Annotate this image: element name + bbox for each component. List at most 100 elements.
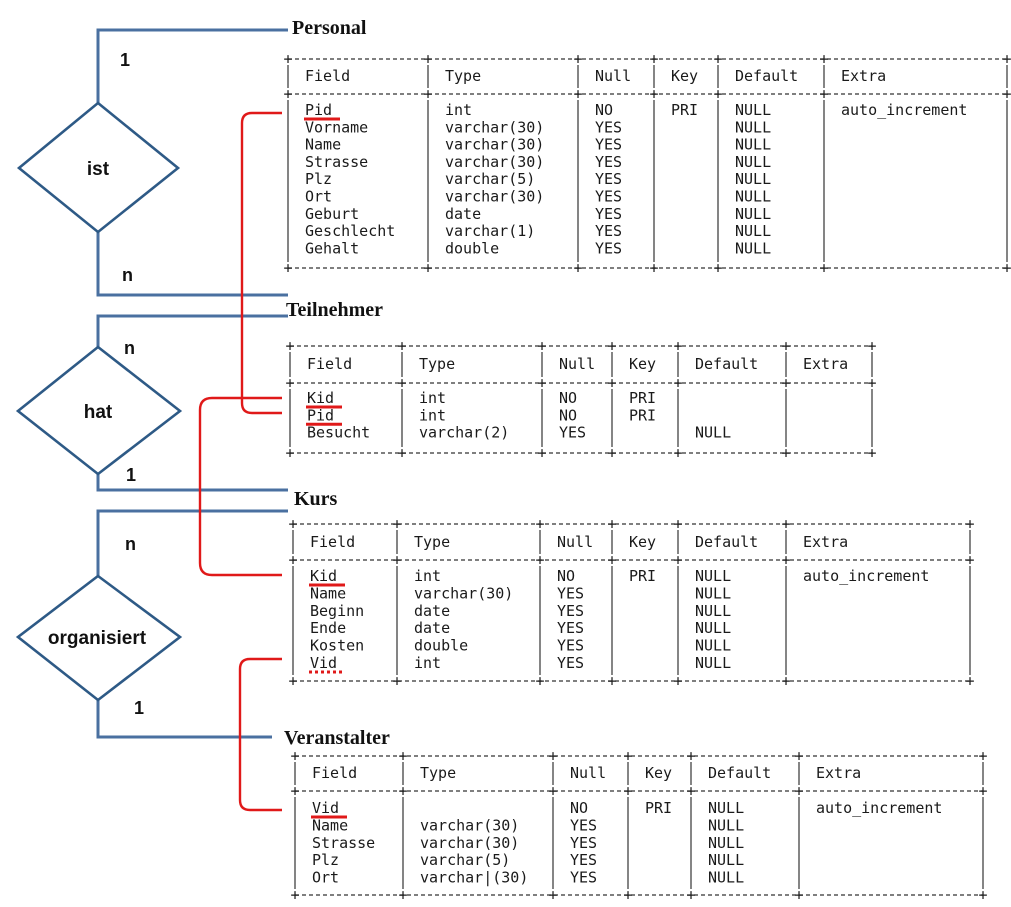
table-corner: + bbox=[978, 886, 987, 904]
table-cell: YES bbox=[570, 869, 597, 887]
table-cell: NULL bbox=[695, 424, 731, 442]
table-cell: int bbox=[419, 389, 446, 407]
table-cell: YES bbox=[557, 584, 584, 602]
table-corner: + bbox=[288, 551, 297, 569]
table-cell: int bbox=[414, 654, 441, 672]
table-corner: + bbox=[288, 515, 297, 533]
kid-link bbox=[198, 396, 282, 577]
table-corner: + bbox=[392, 672, 401, 690]
table-corner: + bbox=[819, 259, 828, 277]
table-cell: Name bbox=[310, 584, 346, 602]
table-cell: Kosten bbox=[310, 637, 364, 655]
table-cell: Plz bbox=[305, 170, 332, 188]
column-header: Type bbox=[445, 67, 481, 85]
table-cell: auto_increment bbox=[816, 799, 942, 817]
table-cell: YES bbox=[557, 602, 584, 620]
table-corner: + bbox=[290, 782, 299, 800]
table-cell: PRI bbox=[645, 799, 672, 817]
table-cell: PRI bbox=[671, 101, 698, 119]
table-corner: + bbox=[1002, 259, 1011, 277]
table-cell: auto_increment bbox=[803, 567, 929, 585]
table-corner: + bbox=[649, 259, 658, 277]
table-cell: Geschlecht bbox=[305, 222, 395, 240]
table-corner: + bbox=[423, 85, 432, 103]
table-corner: + bbox=[794, 747, 803, 765]
table-cell: varchar(30) bbox=[445, 118, 544, 136]
column-header: Default bbox=[695, 355, 758, 373]
column-header: Default bbox=[735, 67, 798, 85]
table-corner: + bbox=[794, 886, 803, 904]
table-cell: int bbox=[445, 101, 472, 119]
table-cell: YES bbox=[595, 118, 622, 136]
table-cell: varchar(30) bbox=[445, 188, 544, 206]
hat-label: hat bbox=[84, 402, 113, 423]
table-cell: PRI bbox=[629, 567, 656, 585]
table-corner: + bbox=[978, 782, 987, 800]
table-corner: + bbox=[673, 444, 682, 462]
hat-diamond bbox=[15, 345, 183, 476]
hat-connector-top bbox=[96, 314, 288, 347]
table-corner: + bbox=[548, 747, 557, 765]
table-cell: Geburt bbox=[305, 205, 359, 223]
table-corner: + bbox=[649, 50, 658, 68]
column-header: Null bbox=[595, 67, 631, 85]
table-cell: YES bbox=[595, 239, 622, 257]
table-cell: Name bbox=[305, 136, 341, 154]
column-header: Field bbox=[312, 764, 357, 782]
table-corner: + bbox=[573, 259, 582, 277]
table-cell: NULL bbox=[735, 136, 771, 154]
table-cell: date bbox=[414, 619, 450, 637]
table-cell: date bbox=[414, 602, 450, 620]
table-title-kurs: Kurs bbox=[294, 488, 338, 510]
column-header: Null bbox=[557, 533, 593, 551]
table-cell: Ort bbox=[305, 188, 332, 206]
column-header: Default bbox=[708, 764, 771, 782]
table-cell: NULL bbox=[708, 851, 744, 869]
table-cell: NULL bbox=[708, 799, 744, 817]
ist-card-top: 1 bbox=[120, 50, 130, 70]
ist-diamond bbox=[16, 101, 181, 234]
ist-connector-top bbox=[96, 28, 288, 103]
table-cell: varchar(2) bbox=[419, 424, 509, 442]
table-cell: varchar(5) bbox=[445, 170, 535, 188]
table-corner: + bbox=[867, 337, 876, 355]
table-corner: + bbox=[686, 886, 695, 904]
column-header: Extra bbox=[803, 533, 848, 551]
table-cell: varchar(30) bbox=[420, 834, 519, 852]
table-corner: + bbox=[673, 337, 682, 355]
table-cell: YES bbox=[595, 222, 622, 240]
table-cell: YES bbox=[557, 654, 584, 672]
table-cell: NO bbox=[559, 406, 577, 424]
column-header: Key bbox=[671, 67, 698, 85]
table-corner: + bbox=[423, 259, 432, 277]
column-header: Extra bbox=[841, 67, 886, 85]
table-cell: Pid bbox=[305, 101, 332, 119]
table-cell: YES bbox=[570, 834, 597, 852]
organisiert-label: organisiert bbox=[48, 628, 147, 649]
table-cell: NO bbox=[595, 101, 613, 119]
table-corner: + bbox=[398, 782, 407, 800]
table-corner: + bbox=[713, 50, 722, 68]
table-cell: NULL bbox=[735, 188, 771, 206]
table-corner: + bbox=[1002, 85, 1011, 103]
table-corner: + bbox=[398, 747, 407, 765]
table-corner: + bbox=[713, 259, 722, 277]
table-corner: + bbox=[290, 886, 299, 904]
table-cell: YES bbox=[557, 619, 584, 637]
table-corner: + bbox=[867, 374, 876, 392]
table-cell: date bbox=[445, 205, 481, 223]
table-cell: int bbox=[414, 567, 441, 585]
table-cell: double bbox=[445, 239, 499, 257]
table-cell: varchar(1) bbox=[445, 222, 535, 240]
